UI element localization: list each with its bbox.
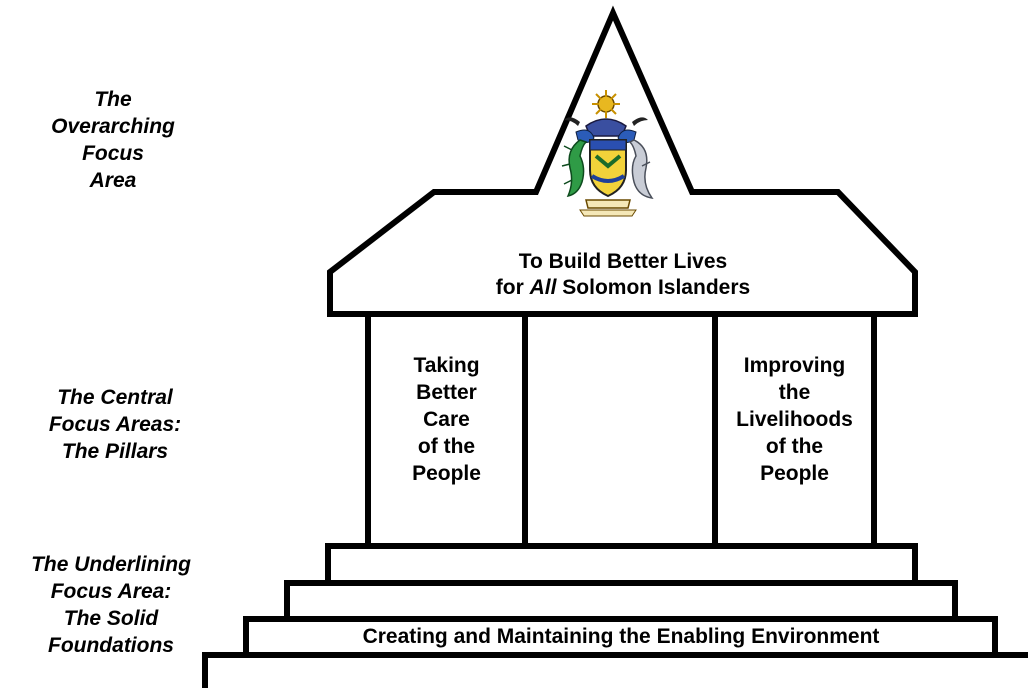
pillar-left-line: Taking [413,354,480,377]
pillar-right [712,311,877,549]
pillar-right-line: Livelihoods [736,408,853,431]
roof-title-emphasis: All [529,276,557,299]
roof-title-line-2: for All Solomon Islanders [400,275,846,301]
step-1 [325,543,918,583]
overarching-label-line: The [94,88,132,111]
central-label-line: The Central [57,386,173,409]
step-3 [243,616,998,655]
pillar-left-line: Care [423,408,470,431]
roof-title-line-1: To Build Better Lives [518,250,728,273]
underlining-label-line: The Underlining [31,553,191,576]
roof-title: To Build Better Lives for All Solomon Is… [400,249,846,301]
pillar-right-line: the [778,381,811,404]
overarching-label-line: Focus [82,142,144,165]
foundation-text: Creating and Maintaining the Enabling En… [362,625,880,648]
pillar-left-line: of the [417,435,476,458]
underlining-label-line: Focus Area: [50,580,172,603]
underlining-label-line: The Solid [63,607,159,630]
roof-title-post: Solomon Islanders [556,276,751,299]
pillar-middle [522,311,718,549]
central-label-line: Focus Areas: [48,413,182,436]
coat-of-arms-emblem-icon [561,90,654,217]
pillar-right-line: of the [765,435,824,458]
pillar-left-text: Taking Better Care of the People [371,352,522,487]
pillar-right-text: Improving the Livelihoods of the People [718,352,871,487]
central-focus-label: The Central Focus Areas: The Pillars [20,384,210,465]
underlining-focus-label: The Underlining Focus Area: The Solid Fo… [4,551,218,659]
pillar-right-line: Improving [743,354,846,377]
overarching-label-line: Area [89,169,137,192]
underlining-label-line: Foundations [48,634,174,657]
overarching-label-line: Overarching [51,115,175,138]
pillar-right-line: People [760,462,829,485]
step-4 [202,652,1028,688]
overarching-focus-label: The Overarching Focus Area [28,86,198,194]
pillar-left-line: People [412,462,481,485]
roof-title-pre: for [495,276,530,299]
step-2 [284,580,958,619]
central-label-line: The Pillars [61,440,169,463]
pillar-left-line: Better [416,381,477,404]
